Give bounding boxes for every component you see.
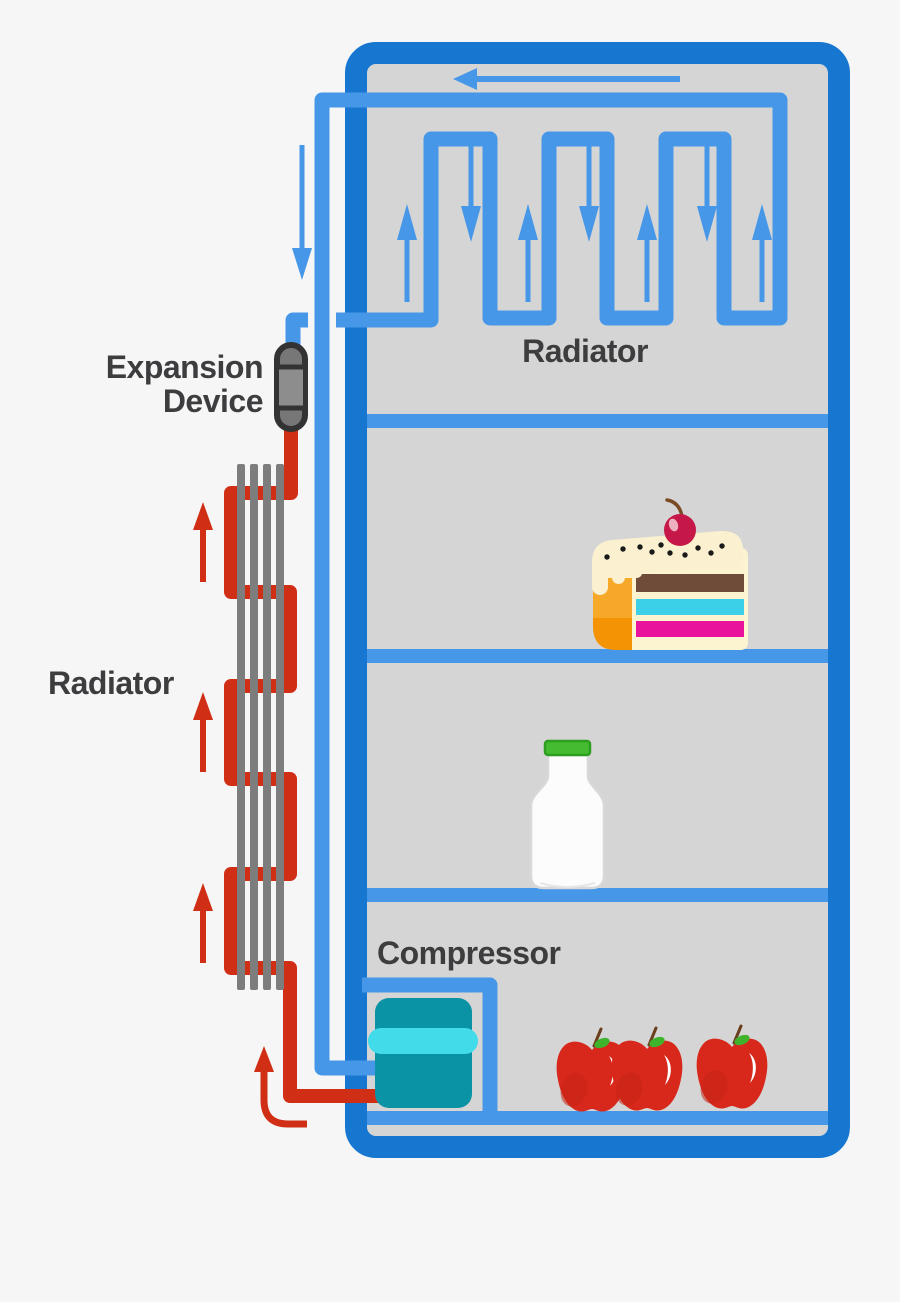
expansion-device-label: Expansion Device [105, 349, 264, 419]
cherry-icon [664, 514, 696, 546]
condenser-fins [237, 464, 284, 990]
compressor [368, 998, 478, 1108]
external-radiator-label: Radiator [48, 665, 174, 701]
hot-flow-arrows [193, 502, 307, 1128]
milk-bottle-icon [529, 739, 606, 890]
pipe-crossing-casing [308, 303, 336, 338]
cake-sprinkles [604, 542, 725, 560]
shelf-2 [367, 649, 828, 663]
shelf-3 [367, 888, 828, 902]
coil-down-arrow [461, 144, 717, 242]
cake-slice-icon [592, 498, 748, 650]
fridge-shelves [367, 414, 828, 1125]
expansion-device [274, 342, 308, 432]
evaporator-pipe [285, 92, 788, 1076]
cold-flow-arrows [292, 68, 772, 302]
shelf-1 [367, 414, 828, 428]
expansion-device-label-line1: Expansion [105, 349, 264, 385]
outer-down-flow-arrow [292, 145, 312, 280]
compressor-outlet-arrow [254, 1046, 307, 1128]
compressor-band [368, 1028, 478, 1054]
compressor-label: Compressor [377, 935, 561, 971]
condenser-up-arrow [193, 502, 213, 963]
compressor-enclosure-pipe [362, 977, 498, 1118]
expansion-device-label-line2: Device [162, 383, 264, 419]
internal-radiator-label: Radiator [522, 333, 648, 369]
top-left-flow-arrow [453, 68, 680, 90]
milk-bottle-cap [543, 739, 592, 757]
fridge-floor [367, 1111, 828, 1125]
coil-up-arrow [397, 204, 772, 302]
